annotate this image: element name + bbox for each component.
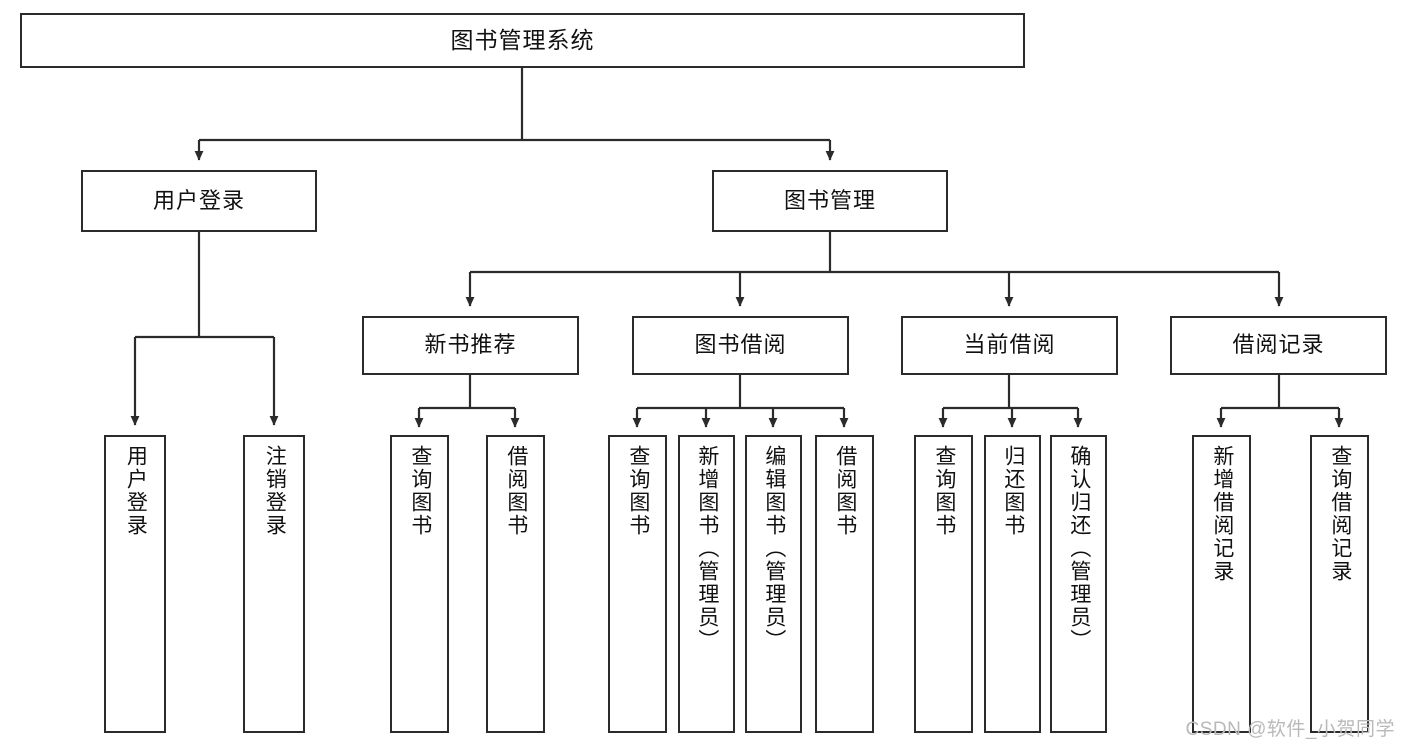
- node-leaf-query-book-1[interactable]: 查询图书: [390, 435, 449, 733]
- node-label: 查询图书: [932, 445, 956, 537]
- node-leaf-query-record[interactable]: 查询借阅记录: [1310, 435, 1369, 733]
- node-label: 注销登录: [263, 445, 287, 537]
- node-label: 用户登录: [124, 445, 148, 537]
- node-leaf-add-book[interactable]: 新增图书（管理员）: [678, 435, 735, 733]
- node-leaf-add-record[interactable]: 新增借阅记录: [1192, 435, 1251, 733]
- node-leaf-return-book[interactable]: 归还图书: [984, 435, 1041, 733]
- node-label: 用户登录: [152, 187, 245, 213]
- node-label: 当前借阅: [963, 332, 1056, 358]
- node-label: 新增图书（管理员）: [695, 445, 719, 652]
- node-label: 查询借阅记录: [1328, 445, 1352, 583]
- node-new-book-rec[interactable]: 新书推荐: [362, 316, 579, 375]
- node-label: 查询图书: [408, 445, 432, 537]
- node-leaf-borrow-book-1[interactable]: 借阅图书: [486, 435, 545, 733]
- node-leaf-query-book-2[interactable]: 查询图书: [608, 435, 667, 733]
- node-leaf-borrow-book-2[interactable]: 借阅图书: [815, 435, 874, 733]
- node-label: 图书管理: [783, 187, 876, 213]
- node-user-login[interactable]: 用户登录: [81, 170, 317, 232]
- node-book-borrow[interactable]: 图书借阅: [632, 316, 849, 375]
- node-leaf-user-logout[interactable]: 注销登录: [243, 435, 305, 733]
- node-label: 新增借阅记录: [1210, 445, 1234, 583]
- node-root[interactable]: 图书管理系统: [20, 13, 1025, 68]
- node-label: 图书管理系统: [450, 26, 595, 53]
- node-borrow-record[interactable]: 借阅记录: [1170, 316, 1387, 375]
- node-leaf-query-book-3[interactable]: 查询图书: [914, 435, 973, 733]
- node-label: 归还图书: [1001, 445, 1025, 537]
- node-leaf-confirm-return[interactable]: 确认归还（管理员）: [1050, 435, 1107, 733]
- node-leaf-edit-book[interactable]: 编辑图书（管理员）: [745, 435, 802, 733]
- node-label: 借阅图书: [504, 445, 528, 537]
- node-label: 图书借阅: [694, 332, 787, 358]
- node-label: 编辑图书（管理员）: [762, 445, 786, 652]
- node-label: 查询图书: [626, 445, 650, 537]
- node-label: 借阅图书: [833, 445, 857, 537]
- node-label: 确认归还（管理员）: [1067, 445, 1091, 652]
- node-current-borrow[interactable]: 当前借阅: [901, 316, 1118, 375]
- node-label: 新书推荐: [424, 332, 517, 358]
- node-book-manage[interactable]: 图书管理: [712, 170, 948, 232]
- node-leaf-user-login[interactable]: 用户登录: [104, 435, 166, 733]
- node-label: 借阅记录: [1232, 332, 1325, 358]
- watermark: CSDN @软件_小贺同学: [1185, 719, 1395, 740]
